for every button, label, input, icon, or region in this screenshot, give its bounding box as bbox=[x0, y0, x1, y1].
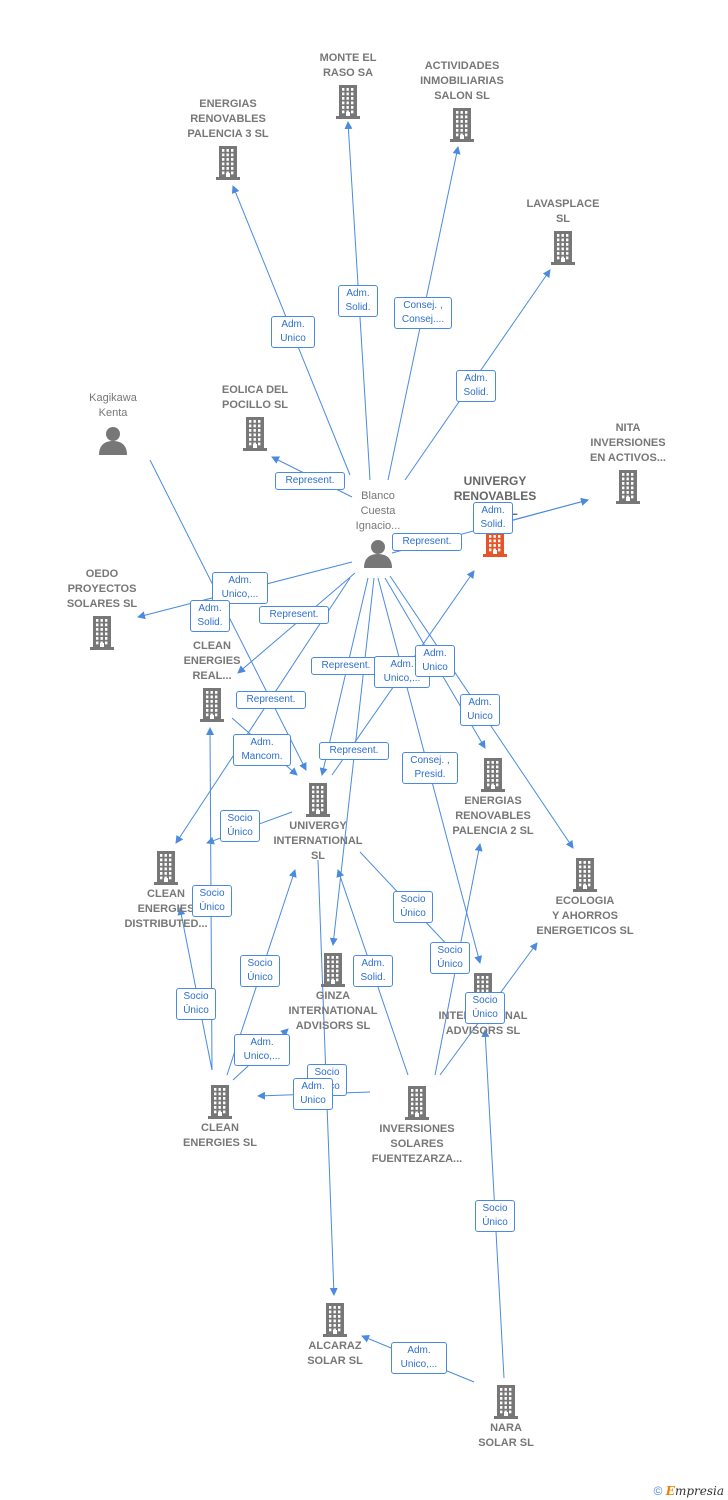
node-label: CLEAN ENERGIES REAL... bbox=[183, 640, 241, 682]
node-clean_sl[interactable]: CLEAN ENERGIES SL bbox=[160, 1085, 280, 1151]
node-label: LAVASPLACE SL bbox=[526, 198, 600, 225]
edge-label-clean_sl-univergy_int[interactable]: Socio Único bbox=[240, 955, 280, 987]
edge-label-clean_sl-clean_dist[interactable]: Socio Único bbox=[176, 988, 216, 1020]
edge-label-clean_sl-ginza[interactable]: Adm. Unico,... bbox=[234, 1034, 290, 1066]
node-clean_real[interactable]: CLEAN ENERGIES REAL... bbox=[152, 639, 272, 722]
node-label: ALCARAZ SOLAR SL bbox=[307, 1340, 363, 1367]
edge-label-inversiones-univergy_int[interactable]: Adm. Solid. bbox=[353, 955, 393, 987]
edge-label-blanco-oedo[interactable]: Adm. Unico,... bbox=[212, 572, 268, 604]
node-actividades[interactable]: ACTIVIDADES INMOBILIARIAS SALON SL bbox=[402, 59, 522, 142]
edge-label-blanco-energias3[interactable]: Adm. Unico bbox=[271, 316, 315, 348]
building-icon bbox=[503, 231, 623, 265]
edge-blanco-ginza bbox=[329, 577, 375, 946]
node-lavasplace[interactable]: LAVASPLACE SL bbox=[503, 197, 623, 265]
building-icon bbox=[273, 953, 393, 987]
brand-footer: © Empresia bbox=[654, 1484, 724, 1498]
building-icon bbox=[42, 616, 162, 650]
node-label: GINZA INTERNATIONAL ADVISORS SL bbox=[288, 990, 378, 1032]
node-nita[interactable]: NITA INVERSIONES EN ACTIVOS... bbox=[568, 421, 688, 504]
node-kagikawa[interactable]: Kagikawa Kenta bbox=[53, 391, 173, 455]
node-label: EOLICA DEL POCILLO SL bbox=[221, 384, 289, 411]
node-nara[interactable]: NARA SOLAR SL bbox=[446, 1385, 566, 1451]
person-icon bbox=[53, 425, 173, 455]
building-icon bbox=[168, 146, 288, 180]
edge-label-blanco-clean_dist[interactable]: Represent. bbox=[236, 691, 306, 709]
node-ecologia[interactable]: ECOLOGIA Y AHORROS ENERGETICOS SL bbox=[525, 858, 645, 939]
node-label: INTERNATIONAL ADVISORS SL bbox=[438, 1010, 527, 1037]
edge-label-blanco-actividades[interactable]: Consej. , Consej.... bbox=[394, 297, 452, 329]
building-icon bbox=[160, 1085, 280, 1119]
building-icon bbox=[275, 1303, 395, 1337]
node-label: ENERGIAS RENOVABLES PALENCIA 2 SL bbox=[452, 795, 534, 837]
node-inversiones[interactable]: INVERSIONES SOLARES FUENTEZARZA... bbox=[357, 1086, 477, 1167]
building-icon bbox=[195, 417, 315, 451]
node-label: UNIVERGY INTERNATIONAL SL bbox=[273, 820, 363, 862]
node-label: ENERGIAS RENOVABLES PALENCIA 3 SL bbox=[187, 98, 269, 140]
node-label: INVERSIONES SOLARES FUENTEZARZA... bbox=[371, 1123, 463, 1165]
node-eolica[interactable]: EOLICA DEL POCILLO SL bbox=[195, 383, 315, 451]
building-icon bbox=[446, 1385, 566, 1419]
edge-label-univergy_int-intl_adv[interactable]: Socio Único bbox=[393, 891, 433, 923]
empresia-logo[interactable]: Empresia bbox=[665, 1484, 724, 1498]
node-label: CLEAN ENERGIES SL bbox=[183, 1122, 257, 1149]
edge-label-nara-alcaraz[interactable]: Adm. Unico,... bbox=[391, 1342, 447, 1374]
node-label: ACTIVIDADES INMOBILIARIAS SALON SL bbox=[420, 60, 504, 102]
edge-univergy_ren-nita bbox=[504, 497, 589, 523]
building-icon bbox=[258, 783, 378, 817]
edge-label-blanco-univergy_int[interactable]: Represent. bbox=[311, 657, 381, 675]
building-icon bbox=[525, 858, 645, 892]
copyright-symbol: © bbox=[653, 1484, 663, 1498]
node-ginza[interactable]: GINZA INTERNATIONAL ADVISORS SL bbox=[273, 953, 393, 1034]
node-clean_dist[interactable]: CLEAN ENERGIES DISTRIBUTED... bbox=[106, 851, 226, 932]
building-icon bbox=[433, 758, 553, 792]
node-label: MONTE EL RASO SA bbox=[319, 52, 377, 79]
building-icon bbox=[106, 851, 226, 885]
building-icon bbox=[402, 108, 522, 142]
edge-label-blanco-lavasplace[interactable]: Adm. Solid. bbox=[456, 370, 496, 402]
node-label: ECOLOGIA Y AHORROS ENERGETICOS SL bbox=[536, 895, 634, 937]
edge-label-blanco-ginza[interactable]: Represent. bbox=[319, 742, 389, 760]
edge-label-blanco-ecologia[interactable]: Adm. Unico bbox=[460, 694, 500, 726]
edge-label-inversiones-ecologia[interactable]: Socio Único bbox=[465, 992, 505, 1024]
node-monte[interactable]: MONTE EL RASO SA bbox=[288, 51, 408, 119]
building-icon bbox=[288, 85, 408, 119]
edge-label-clean_sl-clean_real[interactable]: Socio Único bbox=[192, 885, 232, 917]
node-univergy_int[interactable]: UNIVERGY INTERNATIONAL SL bbox=[258, 783, 378, 864]
node-energias2[interactable]: ENERGIAS RENOVABLES PALENCIA 2 SL bbox=[433, 758, 553, 839]
node-label: Blanco Cuesta Ignacio... bbox=[355, 490, 401, 532]
person-icon bbox=[318, 538, 438, 568]
edge-label-univergy_int-clean_dist[interactable]: Socio Único bbox=[220, 810, 260, 842]
edge-label-nara-intl_adv[interactable]: Socio Único bbox=[475, 1200, 515, 1232]
edge-label-blanco-eolica[interactable]: Represent. bbox=[275, 472, 345, 490]
building-icon bbox=[568, 470, 688, 504]
node-label: Kagikawa Kenta bbox=[89, 392, 137, 419]
node-label: CLEAN ENERGIES DISTRIBUTED... bbox=[124, 888, 208, 930]
node-oedo[interactable]: OEDO PROYECTOS SOLARES SL bbox=[42, 567, 162, 650]
node-blanco[interactable]: Blanco Cuesta Ignacio... bbox=[318, 489, 438, 568]
building-icon bbox=[152, 688, 272, 722]
node-label: NITA INVERSIONES EN ACTIVOS... bbox=[590, 422, 666, 464]
node-alcaraz[interactable]: ALCARAZ SOLAR SL bbox=[275, 1303, 395, 1369]
node-energias3[interactable]: ENERGIAS RENOVABLES PALENCIA 3 SL bbox=[168, 97, 288, 180]
edge-label-blanco-monte[interactable]: Adm. Solid. bbox=[338, 285, 378, 317]
edge-label-kagikawa-univergy_int[interactable]: Adm. Solid. bbox=[190, 600, 230, 632]
edge-label-blanco-intl_adv[interactable]: Consej. , Presid. bbox=[402, 752, 458, 784]
edge-label-inversiones-energias2[interactable]: Socio Único bbox=[430, 942, 470, 974]
node-label: OEDO PROYECTOS SOLARES SL bbox=[66, 568, 138, 610]
edge-label-blanco-nita[interactable]: Represent. bbox=[392, 533, 462, 551]
building-icon bbox=[357, 1086, 477, 1120]
edge-label-univergy_ren-nita[interactable]: Adm. Solid. bbox=[473, 502, 513, 534]
node-label: NARA SOLAR SL bbox=[478, 1422, 534, 1449]
edge-label-clean_real-univergy_int[interactable]: Adm. Mancom. bbox=[233, 734, 291, 766]
edge-label-blanco-clean_real[interactable]: Represent. bbox=[259, 606, 329, 624]
edge-label-univergy_int-alcaraz[interactable]: Adm. Unico bbox=[293, 1078, 333, 1110]
edge-label-blanco-energias2[interactable]: Adm. Unico bbox=[415, 645, 455, 677]
